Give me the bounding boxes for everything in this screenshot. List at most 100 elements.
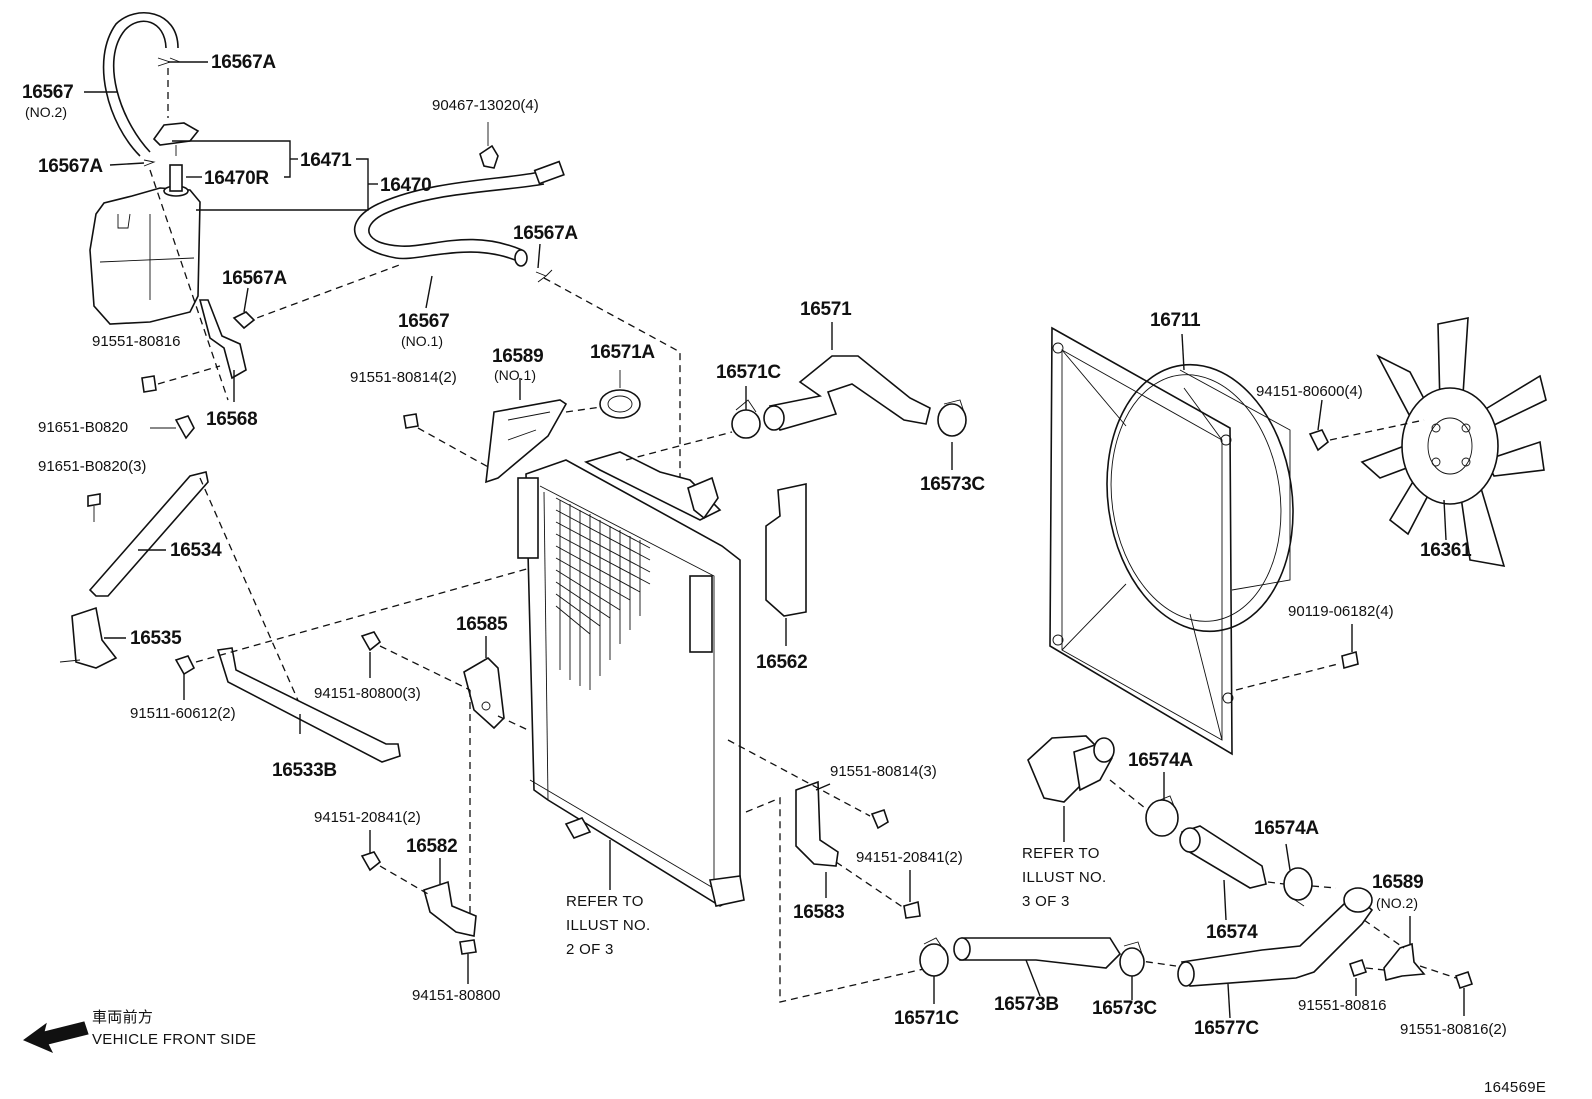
label-91651-B0820-3: 91651-B0820(3): [38, 458, 146, 475]
nut-94151-80800: [459, 939, 477, 955]
nut-94151-20841-2b: [903, 900, 921, 919]
leader-lines: [84, 61, 1465, 1019]
label-16583: 16583: [793, 902, 844, 923]
label-16571A: 16571A: [590, 342, 655, 363]
label-91551-80816-a: 91551-80816: [92, 333, 180, 350]
label-16571: 16571: [800, 299, 852, 320]
clip-90467: [479, 122, 499, 169]
label-16589-no2-sub: (NO.2): [1376, 895, 1418, 911]
clamp-16571C-bot: [919, 937, 949, 977]
hose-16574: [1179, 825, 1267, 889]
front-label-en: VEHICLE FRONT SIDE: [92, 1031, 256, 1048]
label-16711: 16711: [1150, 310, 1201, 331]
label-16574A-b: 16574A: [1254, 818, 1319, 839]
bracket-16535: [59, 606, 118, 669]
overflow-hose-no1: [354, 160, 565, 267]
reservoir-tank: [89, 185, 201, 325]
bolt-91511: [174, 655, 196, 676]
bracket-16568: [198, 299, 247, 380]
label-16533B: 16533B: [272, 760, 337, 781]
label-16361: 16361: [1420, 540, 1472, 561]
figure-id: 164569E: [1484, 1079, 1546, 1096]
label-16577C: 16577C: [1194, 1018, 1259, 1039]
label-16567A-b: 16567A: [38, 156, 103, 177]
label-16534: 16534: [170, 540, 222, 561]
clamp-16571A: [599, 370, 641, 419]
bolt-91551-80814-3: [870, 808, 889, 830]
svg-text:ILLUST NO.: ILLUST NO.: [566, 917, 650, 934]
label-94151-80600-4: 94151-80600(4): [1256, 383, 1363, 400]
reservoir-hose-no2: [102, 11, 179, 157]
refer-note-2of3: REFER TO ILLUST NO. 2 OF 3: [566, 893, 650, 958]
label-91551-80816-b: 91551-80816: [1298, 997, 1386, 1014]
label-16573C-top: 16573C: [920, 474, 985, 495]
arrow-left-icon: [22, 1021, 89, 1053]
upper-hose-16571: [763, 355, 931, 431]
bracket-16589-no2: [1383, 942, 1426, 981]
svg-text:2 OF 3: 2 OF 3: [566, 941, 614, 958]
front-label-jp: 車両前方: [92, 1009, 153, 1026]
label-16568: 16568: [206, 409, 257, 430]
radiator-fins: [555, 497, 651, 690]
label-16571C-top: 16571C: [716, 362, 781, 383]
label-16567-no1: 16567: [398, 311, 449, 332]
bolt-91551-80816-a: [141, 365, 221, 393]
label-91651-B0820: 91651-B0820: [38, 419, 128, 436]
refer-note-3of3: REFER TO ILLUST NO. 3 OF 3: [1022, 845, 1106, 910]
label-16574: 16574: [1206, 922, 1258, 943]
clip-16567A-left: [232, 311, 256, 330]
bracket-16582: [423, 880, 477, 937]
bolt-91551-80816-2: [1454, 970, 1474, 990]
bracket-16585: [463, 656, 505, 730]
svg-text:ILLUST NO.: ILLUST NO.: [1022, 869, 1106, 886]
bolt-90119: [1341, 650, 1359, 670]
label-16589-no1: 16589: [492, 346, 543, 367]
vehicle-front-indicator: 車両前方 VEHICLE FRONT SIDE: [22, 1009, 256, 1053]
clip-icons-top: [143, 57, 181, 167]
clamp-16573C-top: [937, 399, 967, 437]
label-16574A-a: 16574A: [1128, 750, 1193, 771]
label-16567A-a: 16567A: [211, 52, 276, 73]
nut-94151-20841-2a: [360, 851, 382, 872]
radiator-core: [517, 451, 745, 907]
bracket-16583: [795, 780, 839, 867]
bolt-91551-80816-b: [1348, 958, 1368, 978]
svg-text:REFER TO: REFER TO: [1022, 845, 1100, 862]
label-16567-no2: 16567: [22, 82, 73, 103]
label-91551-80814-3: 91551-80814(3): [830, 763, 937, 780]
clamp-16574A-b: [1283, 867, 1313, 907]
bolt-91651-B0820: [150, 415, 195, 440]
label-16535: 16535: [130, 628, 182, 649]
label-16589-no1-sub: (NO.1): [494, 367, 536, 383]
baffle-16562: [765, 483, 807, 617]
label-16567A-d: 16567A: [513, 223, 578, 244]
label-16470: 16470: [380, 175, 431, 196]
nut-94151-80800-3: [360, 631, 382, 652]
label-90467: 90467-13020(4): [432, 97, 539, 114]
label-90119: 90119-06182(4): [1288, 603, 1394, 620]
clip-16567A-right: [535, 269, 553, 283]
stay-16534: [88, 471, 209, 597]
label-16573B: 16573B: [994, 994, 1059, 1015]
label-16571C-bot: 16571C: [894, 1008, 959, 1029]
label-16471: 16471: [300, 150, 352, 171]
part-labels: 16567A 16567 (NO.2) 16567A 16471 16470R …: [22, 52, 1507, 1039]
hose-16573B: [953, 937, 1122, 969]
label-16573C-bot: 16573C: [1092, 998, 1157, 1019]
fan-16361: [1360, 317, 1547, 568]
label-94151-20841-2b: 94151-20841(2): [856, 849, 963, 866]
label-16589-no2: 16589: [1372, 872, 1423, 893]
label-94151-80800-3: 94151-80800(3): [314, 685, 421, 702]
fan-shroud-16711: [1049, 326, 1294, 756]
label-91511: 91511-60612(2): [130, 705, 236, 722]
svg-text:REFER TO: REFER TO: [566, 893, 644, 910]
pipe-16577C: [1177, 887, 1374, 987]
nut-94151-80600-4: [1308, 429, 1330, 452]
label-16585: 16585: [456, 614, 508, 635]
water-outlet: [1027, 735, 1115, 803]
clamp-16573C-bot: [1119, 941, 1145, 977]
bolt-91651-B0820-3: [87, 493, 101, 522]
label-16567-no2-sub: (NO.2): [25, 104, 67, 120]
label-16470R: 16470R: [204, 168, 269, 189]
label-94151-80800: 94151-80800: [412, 987, 500, 1004]
